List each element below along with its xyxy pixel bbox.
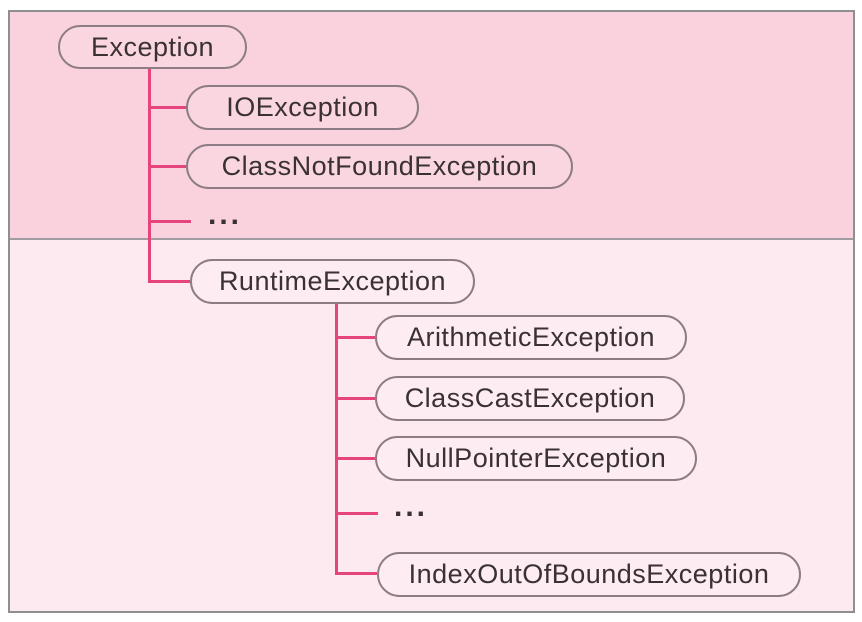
zone-divider — [10, 238, 853, 240]
tree-connector-ioexception — [151, 106, 186, 109]
ellipsis-bottom: ... — [394, 490, 429, 523]
tree-connector-runtime — [151, 280, 190, 283]
tree-connector-runtime-vertical — [335, 304, 338, 575]
exception-node: Exception — [58, 25, 247, 69]
tree-connector-nullpointer — [338, 457, 375, 460]
tree-connector-ellipsis-top — [151, 220, 191, 223]
class-cast-exception-node: ClassCastException — [375, 376, 685, 421]
class-not-found-exception-node: ClassNotFoundException — [186, 144, 573, 189]
tree-connector-classnotfound — [151, 165, 186, 168]
tree-connector-root-vertical — [148, 69, 151, 283]
diagram-frame: Exception IOException ClassNotFoundExcep… — [8, 10, 855, 613]
tree-connector-arithmetic — [338, 336, 375, 339]
index-out-of-bounds-exception-node: IndexOutOfBoundsException — [377, 552, 801, 597]
tree-connector-indexoutofbounds — [338, 572, 377, 575]
arithmetic-exception-node: ArithmeticException — [375, 315, 687, 360]
ellipsis-top: ... — [208, 198, 243, 231]
runtime-exception-node: RuntimeException — [190, 259, 475, 304]
tree-connector-classcast — [338, 397, 375, 400]
io-exception-node: IOException — [186, 85, 419, 130]
null-pointer-exception-node: NullPointerException — [375, 436, 697, 481]
tree-connector-ellipsis-bottom — [338, 512, 378, 515]
